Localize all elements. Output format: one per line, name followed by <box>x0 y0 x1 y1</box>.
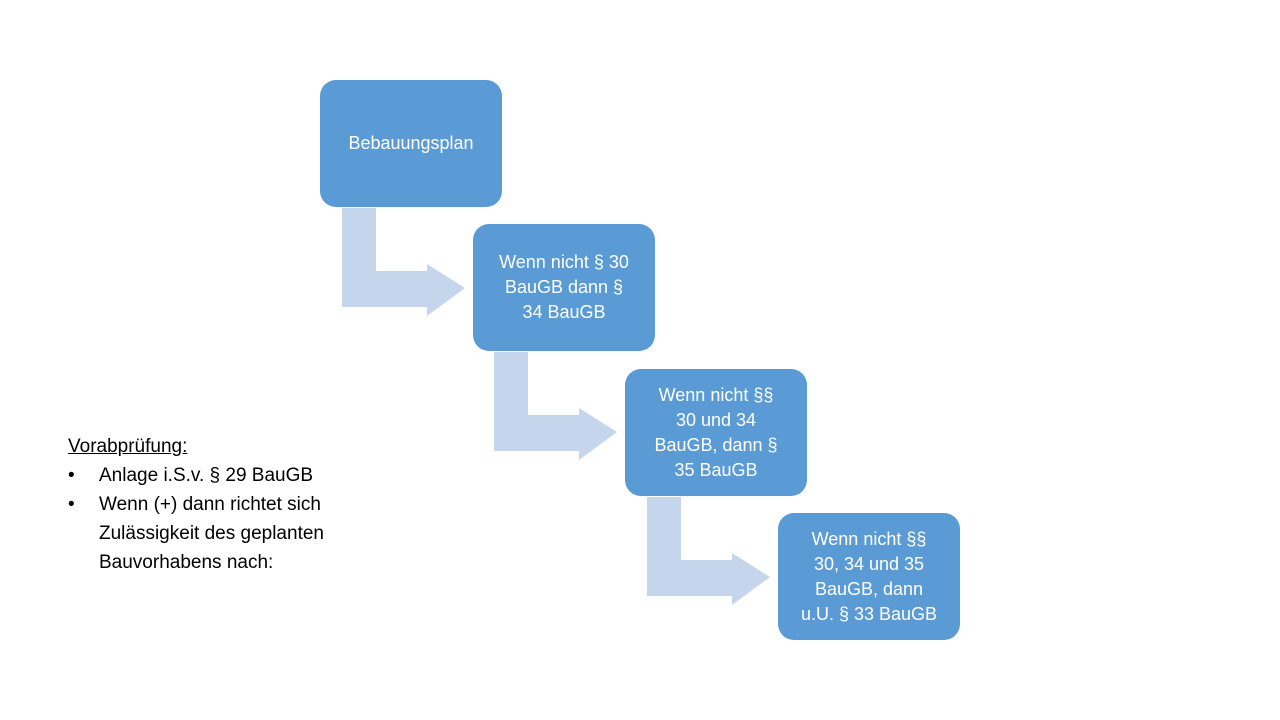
preliminary-check-notes: Vorabprüfung: • Anlage i.S.v. § 29 BauGB… <box>68 432 388 577</box>
step-label: Bebauungsplan <box>348 133 474 153</box>
notes-list: • Anlage i.S.v. § 29 BauGB • Wenn (+) da… <box>68 461 388 577</box>
bullet-icon: • <box>68 465 75 486</box>
bullet-icon: • <box>68 494 75 515</box>
step-box-section-33: Wenn nicht §§ 30, 34 und 35 BauGB, dann … <box>778 513 960 640</box>
list-item-text: Anlage i.S.v. § 29 BauGB <box>99 465 314 486</box>
step-box-section-34: Wenn nicht § 30 BauGB dann § 34 BauGB <box>473 224 655 351</box>
bent-arrow-2 <box>494 352 617 460</box>
notes-heading: Vorabprüfung: <box>68 436 188 457</box>
bent-arrow-3 <box>647 497 770 605</box>
step-box-bebauungsplan: Bebauungsplan <box>320 80 502 207</box>
step-box-section-35: Wenn nicht §§ 30 und 34 BauGB, dann § 35… <box>625 369 807 496</box>
list-item: • Wenn (+) dann richtet sich Zulässigkei… <box>68 490 388 577</box>
list-item-text: Wenn (+) dann richtet sich Zulässigkeit … <box>99 494 324 573</box>
list-item: • Anlage i.S.v. § 29 BauGB <box>68 461 388 490</box>
step-label: Wenn nicht §§ 30, 34 und 35 BauGB, dann … <box>800 528 938 624</box>
step-label: Wenn nicht § 30 BauGB dann § 34 BauGB <box>499 252 629 322</box>
bent-arrow-1 <box>342 208 465 316</box>
step-label: Wenn nicht §§ 30 und 34 BauGB, dann § 35… <box>654 384 778 480</box>
